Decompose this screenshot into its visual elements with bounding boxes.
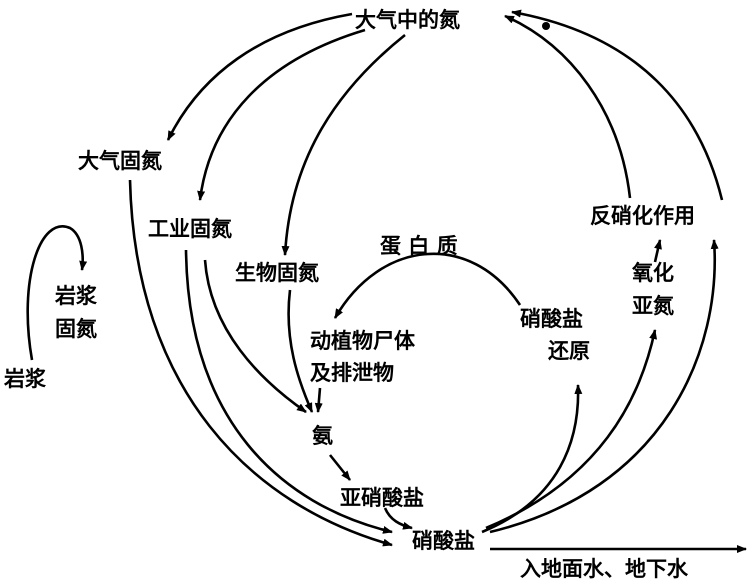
label-atmosphere-nitrogen: 大气中的氮 (355, 7, 460, 32)
label-ammonia: 氨 (312, 423, 333, 448)
label-nitrate-reduction-line2: 还原 (547, 338, 590, 363)
label-nitrate: 硝酸盐 (412, 528, 475, 553)
arrow-denitrification-to-atmosphere (504, 14, 632, 199)
label-magma-fixation-line2: 固氮 (55, 316, 97, 341)
arrow-ammonia-to-nitrite (328, 454, 352, 481)
label-protein: 蛋 白 质 (380, 233, 458, 258)
arrow-nitrate-to-denitrification (489, 239, 719, 534)
arrow-atmospheric-fixation-to-nitrate (128, 179, 393, 547)
arrow-outer-to-atmosphere (511, 9, 724, 201)
arrow-nitrate-to-nitrate-reduction (481, 384, 583, 534)
labels: 大气中的氮 大气固氮 工业固氮 生物固氮 蛋 白 质 岩浆 固氮 岩浆 动植物尸… (3, 7, 695, 581)
label-nitrous-oxide-line1: 氧化 (632, 260, 674, 285)
label-nitrate-reduction-line1: 硝酸盐 (520, 306, 583, 331)
label-remains-line2: 及排泄物 (310, 360, 394, 385)
arrow-atmosphere-to-biological-fixation (281, 33, 406, 256)
label-industrial-fixation: 工业固氮 (148, 216, 232, 241)
arrow-industrial-fixation-to-nitrate (184, 249, 393, 534)
label-atmospheric-fixation: 大气固氮 (78, 148, 162, 173)
arrow-industrial-fixation-to-ammonia (203, 259, 307, 414)
arrow-atmosphere-to-industrial-fixation (197, 28, 366, 201)
arrow-biological-fixation-to-ammonia (287, 289, 314, 413)
arrow-nitrate-to-nitrous-oxide (485, 329, 658, 530)
arrow-magma-loop (26, 225, 88, 361)
label-nitrous-oxide-line2: 亚氮 (632, 293, 674, 318)
arrow-protein-cycle (333, 252, 522, 319)
arrow-nitrite-to-nitrate (383, 507, 413, 530)
label-magma-fixation-line1: 岩浆 (54, 283, 98, 308)
arrow-nitrous-oxide-to-denitrification (653, 239, 662, 263)
label-magma: 岩浆 (3, 366, 47, 391)
label-nitrite: 亚硝酸盐 (340, 485, 424, 510)
arrow-atmosphere-to-atmospheric-fixation (166, 12, 353, 141)
label-biological-fixation: 生物固氮 (235, 260, 319, 285)
arrows (26, 9, 747, 553)
label-groundwater: 入地面水、地下水 (520, 556, 689, 581)
label-denitrification: 反硝化作用 (590, 203, 695, 228)
label-remains-line1: 动植物尸体 (310, 328, 416, 353)
arrow-remains-to-ammonia (314, 387, 323, 413)
junction-dot (542, 22, 550, 30)
